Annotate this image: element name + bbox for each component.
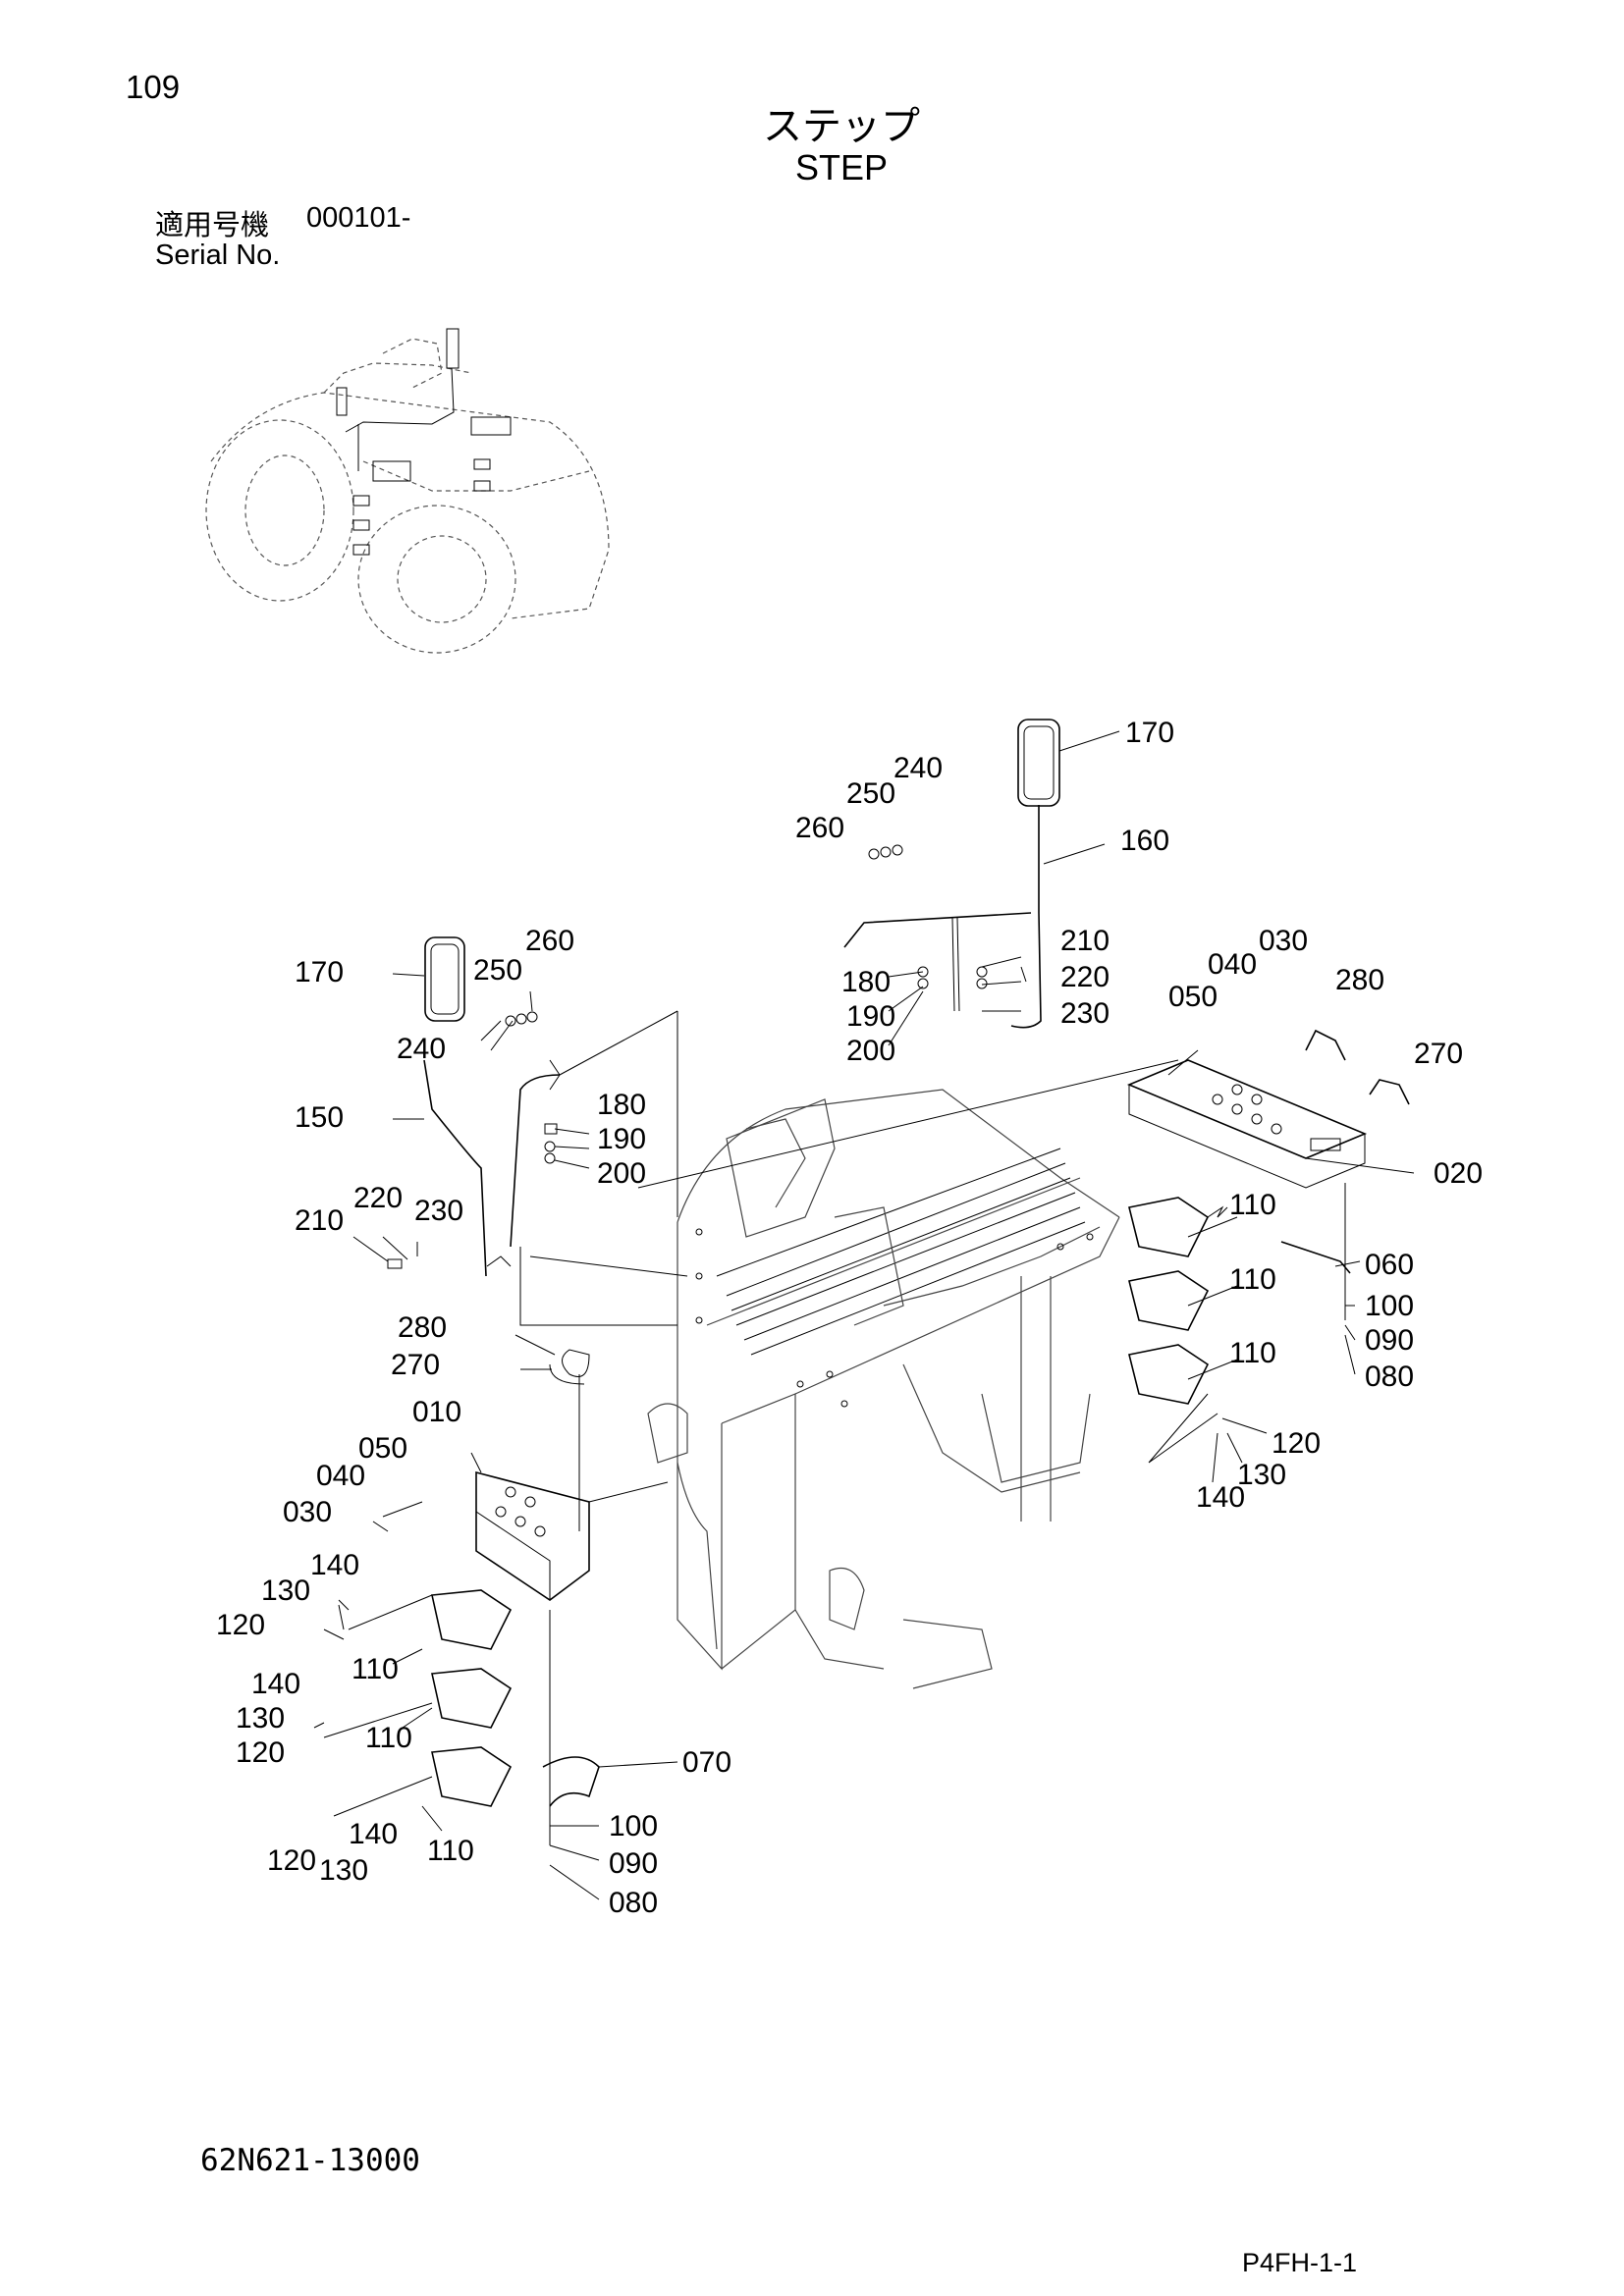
right-treads-drawing xyxy=(1128,1197,1351,1405)
callout-label: 120 xyxy=(267,1844,316,1877)
callout-label: 170 xyxy=(1125,717,1174,749)
callout-label: 180 xyxy=(841,966,891,998)
callout-label: 110 xyxy=(352,1653,399,1685)
callout-label: 270 xyxy=(391,1349,440,1381)
callout-label: 160 xyxy=(1120,825,1169,857)
callout-labels: 170 250 240 260 160 210 180 220 190 230 … xyxy=(216,717,1483,1919)
callout-label: 130 xyxy=(1237,1459,1286,1491)
page-number: 109 xyxy=(126,69,181,105)
callout-label: 030 xyxy=(1259,925,1308,957)
callout-label: 110 xyxy=(365,1722,412,1754)
callout-label: 060 xyxy=(1365,1249,1414,1281)
callout-label: 080 xyxy=(609,1887,658,1919)
part-number-code: 62N621-13000 xyxy=(200,2143,420,2178)
callout-label: 230 xyxy=(1060,997,1110,1030)
callout-label: 120 xyxy=(1272,1427,1321,1460)
callout-label: 130 xyxy=(319,1854,368,1887)
callout-label: 130 xyxy=(236,1702,285,1735)
callout-label: 140 xyxy=(310,1549,359,1581)
callout-label: 170 xyxy=(295,956,344,988)
callout-label: 220 xyxy=(1060,961,1110,993)
callout-label: 050 xyxy=(358,1432,407,1465)
callout-label: 110 xyxy=(1229,1263,1276,1296)
page-code: P4FH-1-1 xyxy=(1242,2248,1358,2277)
callout-label: 260 xyxy=(795,812,844,844)
left-step-drawing xyxy=(431,1470,600,1807)
callout-label: 110 xyxy=(427,1835,474,1867)
callout-label: 070 xyxy=(682,1746,731,1779)
callout-label: 100 xyxy=(1365,1290,1414,1322)
callout-label: 140 xyxy=(1196,1481,1245,1514)
callout-label: 250 xyxy=(473,954,522,987)
page-title-en: STEP xyxy=(794,147,889,187)
callout-label: 050 xyxy=(1168,981,1218,1013)
callout-label: 040 xyxy=(1208,948,1257,981)
callout-label: 030 xyxy=(283,1496,332,1528)
callout-label: 130 xyxy=(261,1575,310,1607)
machine-frame-drawing xyxy=(647,1011,1120,1689)
serial-label-jp: 適用号機 xyxy=(155,208,270,241)
callout-label: 240 xyxy=(397,1033,446,1065)
callout-label: 180 xyxy=(597,1089,646,1121)
callout-label: 140 xyxy=(349,1818,398,1850)
vehicle-overview-drawing xyxy=(205,328,610,654)
callout-label: 040 xyxy=(316,1460,365,1492)
callout-label: 120 xyxy=(236,1736,285,1769)
callout-label: 200 xyxy=(597,1157,646,1190)
leader-lines xyxy=(313,730,1415,1900)
callout-label: 140 xyxy=(251,1668,300,1700)
callout-label: 010 xyxy=(412,1396,461,1428)
callout-label: 190 xyxy=(846,1000,895,1033)
right-handrail-parts xyxy=(843,719,1060,1029)
callout-label: 110 xyxy=(1229,1189,1276,1221)
page-title-jp: ステップ xyxy=(763,104,920,149)
callout-label: 110 xyxy=(1229,1337,1276,1369)
callout-label: 150 xyxy=(295,1101,344,1134)
callout-label: 250 xyxy=(846,777,895,810)
callout-label: 200 xyxy=(846,1035,895,1067)
callout-label: 190 xyxy=(597,1123,646,1155)
callout-label: 260 xyxy=(525,925,574,957)
callout-label: 020 xyxy=(1434,1157,1483,1190)
callout-label: 270 xyxy=(1414,1038,1463,1070)
callout-label: 280 xyxy=(398,1311,447,1344)
callout-label: 220 xyxy=(353,1182,403,1214)
callout-label: 090 xyxy=(1365,1324,1414,1357)
callout-label: 120 xyxy=(216,1609,265,1641)
callout-label: 100 xyxy=(609,1810,658,1842)
step-020-drawing xyxy=(1126,1029,1410,1189)
callout-label: 210 xyxy=(295,1204,344,1237)
callout-label: 090 xyxy=(609,1847,658,1880)
serial-label-en: Serial No. xyxy=(155,240,281,271)
serial-value: 000101- xyxy=(306,202,411,234)
callout-label: 230 xyxy=(414,1195,463,1227)
callout-label: 210 xyxy=(1060,925,1110,957)
callout-label: 280 xyxy=(1335,964,1384,996)
callout-label: 080 xyxy=(1365,1361,1414,1393)
callout-label: 240 xyxy=(893,752,943,784)
